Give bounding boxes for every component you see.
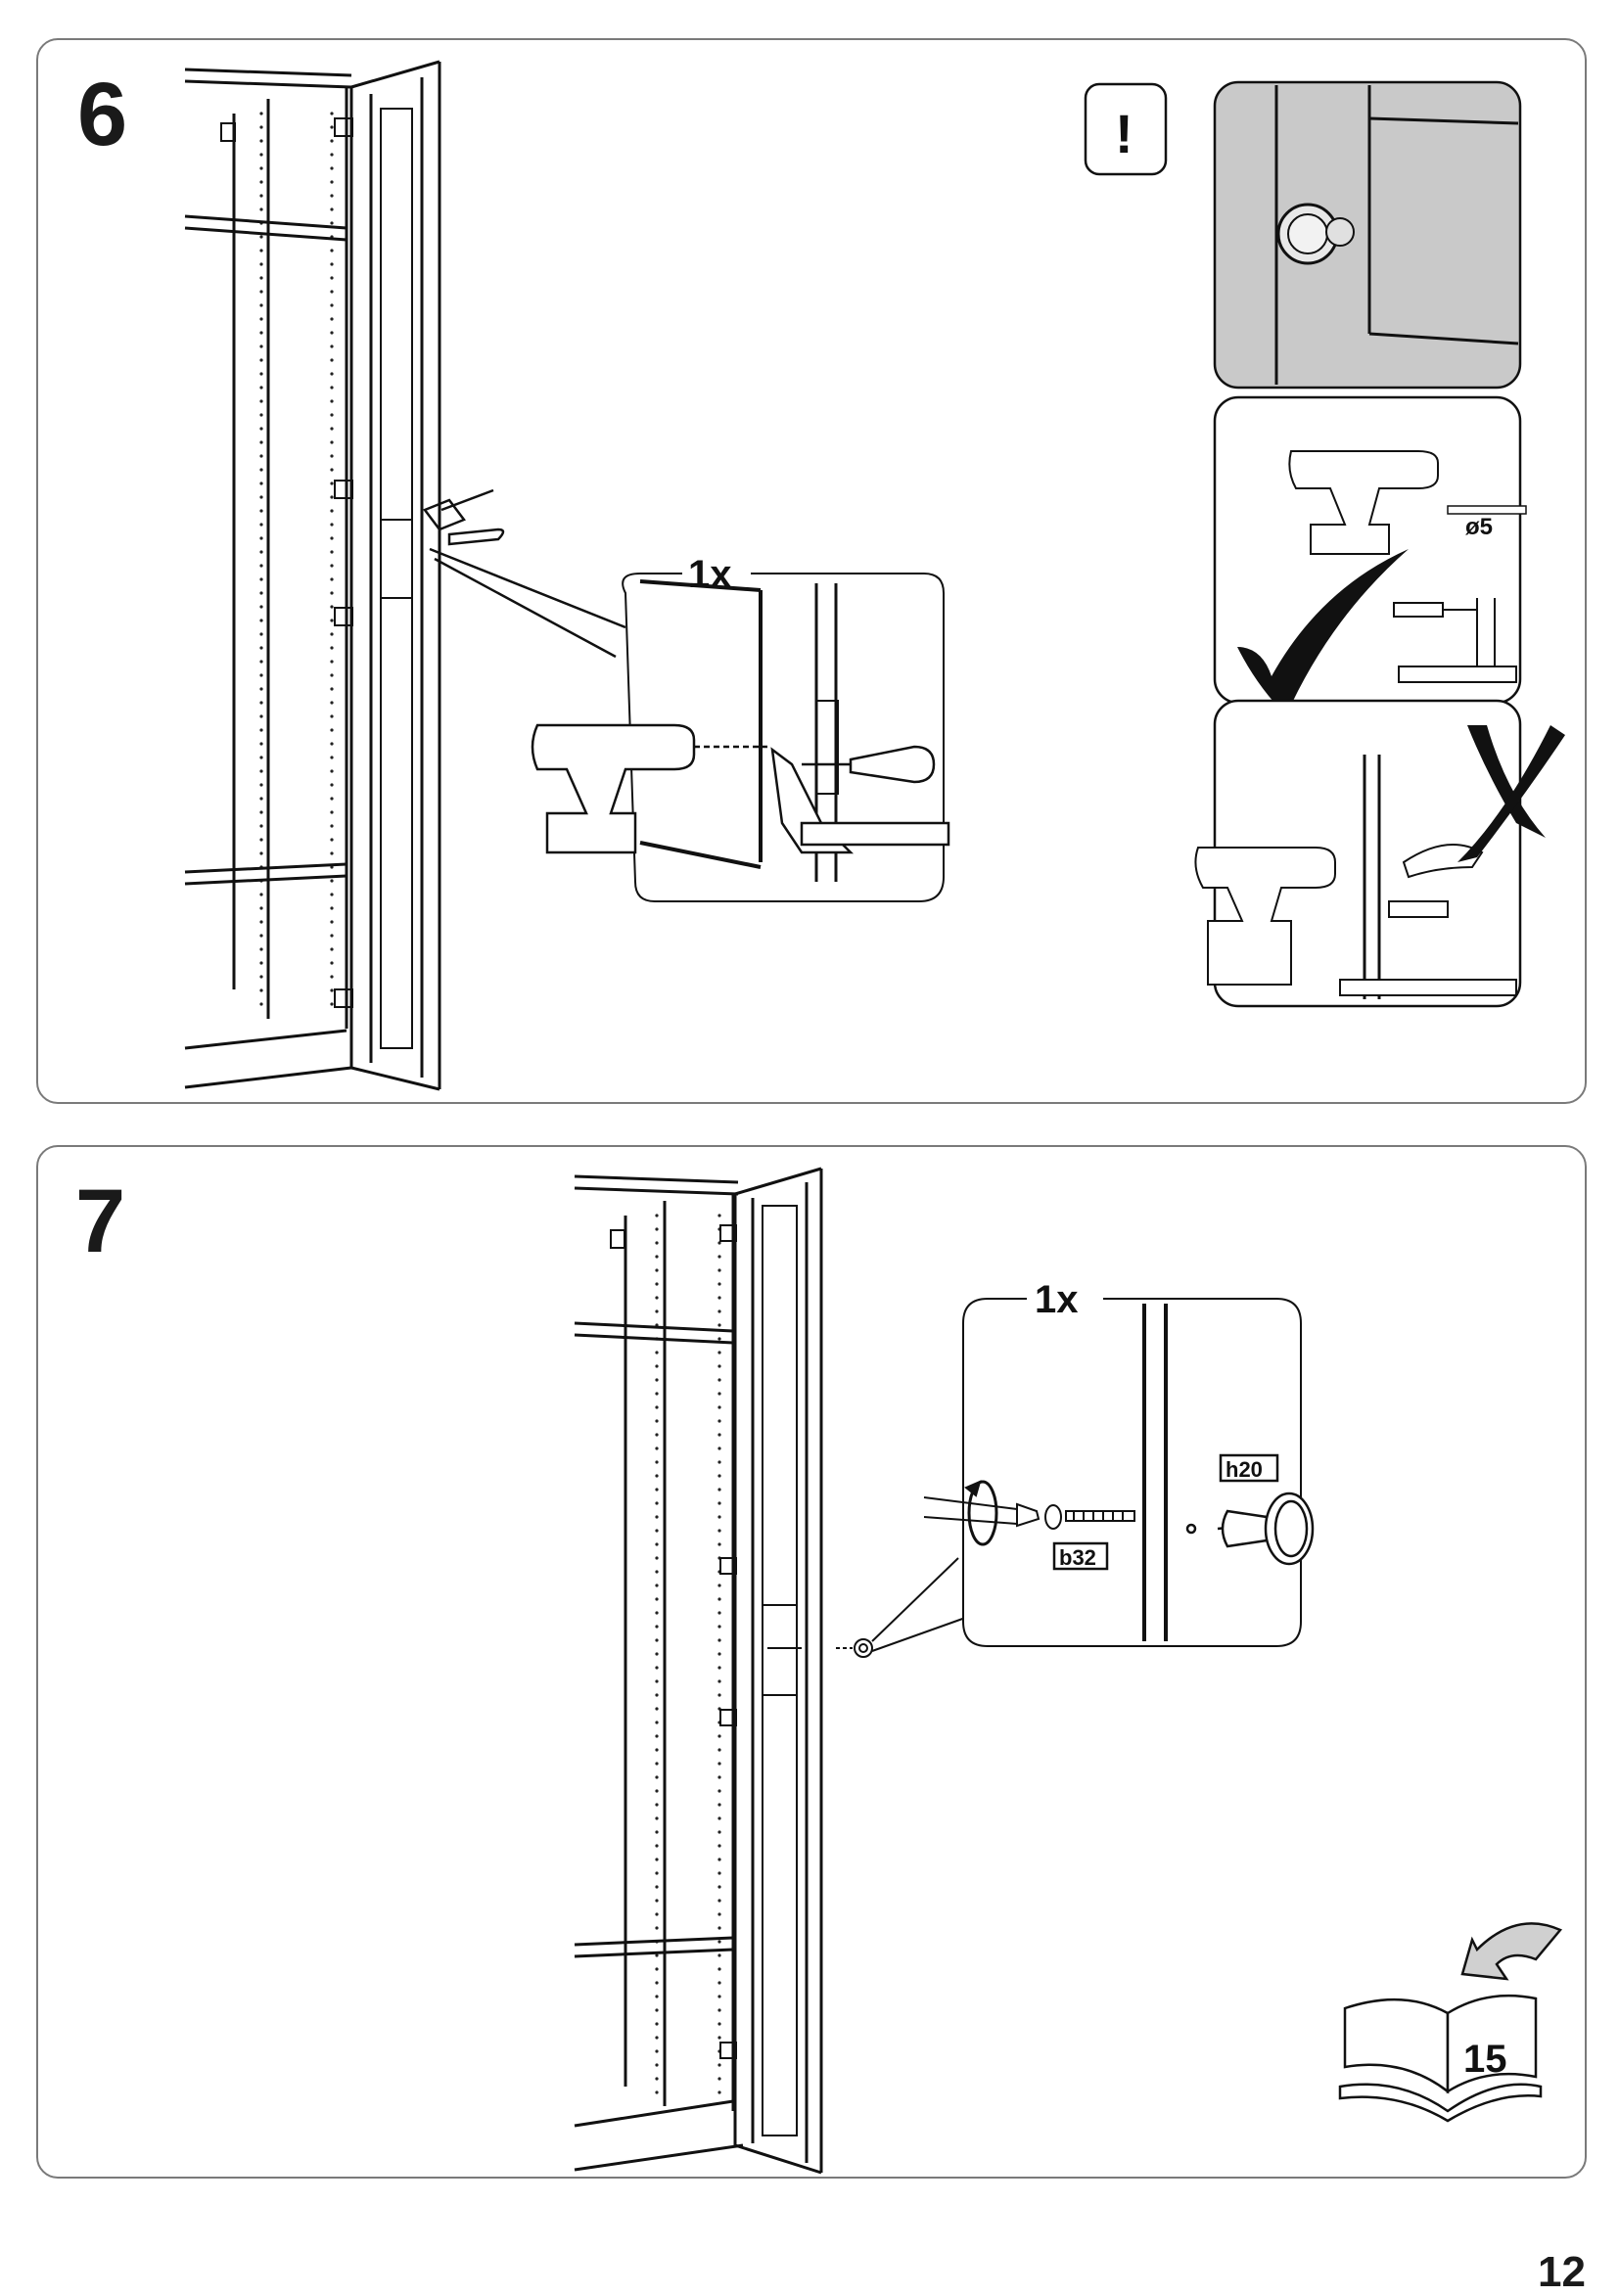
wardrobe-carcass <box>184 68 352 1089</box>
screwdriver-icon <box>923 1480 1041 1546</box>
step-6-illustration: 1x ! <box>184 60 1565 1091</box>
caution-symbol: ! <box>1115 103 1133 164</box>
clamp-handle-icon <box>770 745 950 854</box>
continue-page-number: 15 <box>1463 2038 1507 2081</box>
step-7-panel: 7 <box>36 1145 1587 2179</box>
step-6-panel: 6 <box>36 38 1587 1104</box>
callout-door-edge <box>1142 1304 1168 1641</box>
door <box>733 1167 823 2175</box>
clamp <box>423 488 626 659</box>
knob-icon <box>836 1557 969 1658</box>
peg-hole-dots <box>259 112 334 1006</box>
hinges <box>334 117 353 1008</box>
page-number: 12 <box>1538 2248 1586 2296</box>
door <box>349 60 441 1091</box>
hinges <box>719 1224 737 2059</box>
peg-hole-dots <box>655 1214 721 2094</box>
page-turn-book-icon <box>1338 1922 1563 2123</box>
correct-method-frame <box>1213 395 1527 715</box>
knob-part-label: h20 <box>1226 1457 1263 1482</box>
screw-part-label: b32 <box>1059 1545 1096 1570</box>
quantity-callout: 1x <box>1035 1278 1079 1321</box>
wardrobe-carcass <box>574 1174 744 2172</box>
screw-icon <box>1044 1504 1135 1530</box>
drill-icon <box>531 723 767 854</box>
zoom-callout <box>962 1298 1302 1647</box>
step-7-illustration: 1x b32 <box>574 1167 1563 2175</box>
zoom-callout <box>622 573 945 902</box>
quantity-callout: 1x <box>688 553 732 596</box>
drill-bit-size: ø5 <box>1465 514 1493 540</box>
caution-icon <box>1084 82 1168 176</box>
incorrect-method-frame <box>1194 699 1565 1008</box>
step-number: 6 <box>77 65 128 164</box>
knob-part-icon <box>1185 1492 1315 1566</box>
knob-detail-frame <box>1213 80 1522 390</box>
step-number: 7 <box>75 1171 126 1271</box>
